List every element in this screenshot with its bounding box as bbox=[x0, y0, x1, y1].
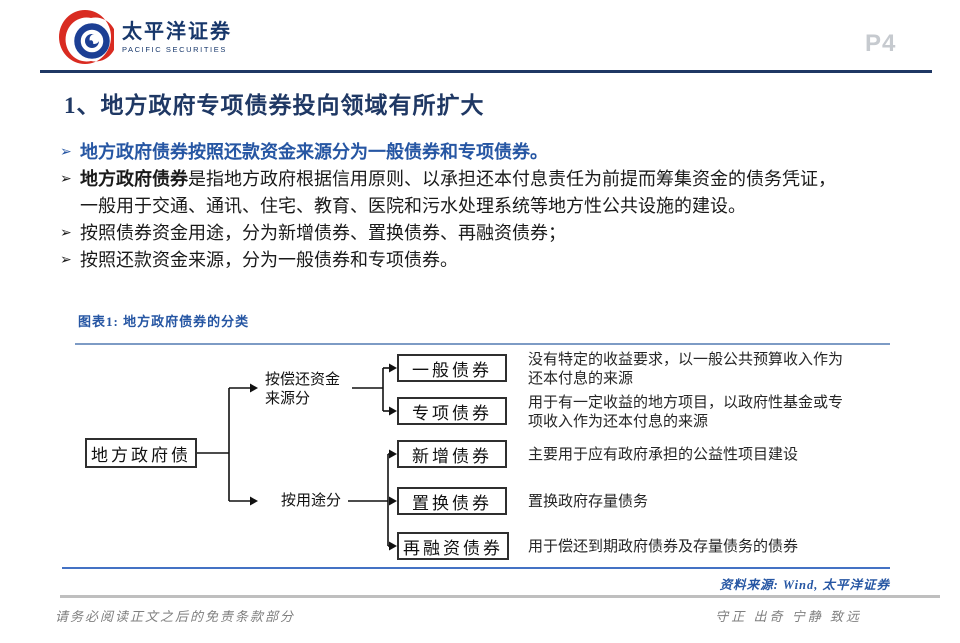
header-divider bbox=[40, 70, 932, 73]
bullet-item: ➢ 按照债券资金用途，分为新增债券、置换债券、再融资债券； bbox=[60, 220, 958, 247]
figure-bottom-rule bbox=[62, 567, 890, 569]
diagram-box-general-bond: 一般债券 bbox=[397, 354, 507, 382]
pacific-securities-logo-icon bbox=[59, 10, 114, 64]
bullet-text: 按照还款资金来源，分为一般债券和专项债券。 bbox=[80, 250, 458, 270]
footer-divider bbox=[60, 595, 940, 598]
bullet-arrow-icon: ➢ bbox=[60, 144, 72, 160]
figure-top-rule bbox=[75, 343, 890, 345]
diagram-desc-special-bond: 用于有一定收益的地方项目，以政府性基金或专项收入作为还本付息的来源 bbox=[528, 395, 844, 430]
logo-text: 太平洋证券 PACIFIC SECURITIES bbox=[122, 21, 232, 54]
figure-caption: 图表1: 地方政府债券的分类 bbox=[78, 314, 250, 329]
diagram-root-box: 地方政府债 bbox=[85, 438, 197, 468]
figure-source: 资料来源: Wind, 太平洋证券 bbox=[719, 578, 890, 592]
diagram-desc-replacement-bond: 置换政府存量债务 bbox=[528, 494, 649, 510]
diagram-desc-new-bond: 主要用于应有政府承担的公益性项目建设 bbox=[528, 447, 799, 463]
disclaimer-note: 请务必阅读正文之后的免责条款部分 bbox=[55, 609, 296, 624]
bullet-text-rest: 是指地方政府根据信用原则、以承担还本付息责任为前提而筹集资金的债务凭证， bbox=[188, 169, 836, 189]
bullet-arrow-icon: ➢ bbox=[60, 252, 72, 268]
bullet-text: 地方政府债券是指地方政府根据信用原则、以承担还本付息责任为前提而筹集资金的债务凭… bbox=[80, 166, 836, 193]
page-number: P4 bbox=[865, 30, 897, 57]
diagram-desc-refinancing-bond: 用于偿还到期政府债券及存量债务的债券 bbox=[528, 539, 799, 555]
bullet-item: ➢ 地方政府债券是指地方政府根据信用原则、以承担还本付息责任为前提而筹集资金的债… bbox=[60, 166, 958, 193]
bullet-bold-prefix: 地方政府债券 bbox=[80, 169, 188, 189]
bullet-text: 按照债券资金用途，分为新增债券、置换债券、再融资债券； bbox=[80, 223, 566, 243]
bullet-text: 地方政府债券按照还款资金来源分为一般债券和专项债券。 bbox=[80, 142, 548, 162]
diagram-box-special-bond: 专项债券 bbox=[397, 397, 507, 425]
diagram-connectors bbox=[197, 363, 397, 551]
company-logo: 太平洋证券 PACIFIC SECURITIES bbox=[58, 8, 232, 66]
bullet-spacer bbox=[60, 193, 80, 220]
company-motto: 守正 出奇 宁静 致远 bbox=[715, 609, 862, 624]
section-title: 1、地方政府专项债券投向领域有所扩大 bbox=[64, 93, 485, 118]
bullet-item: ➢ 地方政府债券按照还款资金来源分为一般债券和专项债券。 bbox=[60, 139, 958, 166]
logo-name-cn: 太平洋证券 bbox=[122, 20, 232, 43]
diagram-box-new-bond: 新增债券 bbox=[397, 440, 507, 468]
bullet-continuation: 一般用于交通、通讯、住宅、教育、医院和污水处理系统等地方性公共设施的建设。 bbox=[60, 193, 958, 220]
bullet-list: ➢ 地方政府债券按照还款资金来源分为一般债券和专项债券。 ➢ 地方政府债券是指地… bbox=[60, 139, 958, 274]
bullet-arrow-icon: ➢ bbox=[60, 171, 72, 187]
diagram-branch-label-source: 按偿还资金来源分 bbox=[265, 372, 341, 407]
logo-name-en: PACIFIC SECURITIES bbox=[122, 44, 227, 54]
diagram-desc-general-bond: 没有特定的收益要求，以一般公共预算收入作为还本付息的来源 bbox=[528, 352, 844, 387]
bullet-arrow-icon: ➢ bbox=[60, 225, 72, 241]
bullet-text: 一般用于交通、通讯、住宅、教育、医院和污水处理系统等地方性公共设施的建设。 bbox=[80, 196, 746, 216]
diagram-box-refinancing-bond: 再融资债券 bbox=[397, 532, 509, 560]
diagram-box-replacement-bond: 置换债券 bbox=[397, 487, 507, 515]
diagram-branch-label-usage: 按用途分 bbox=[281, 493, 342, 509]
bullet-item: ➢ 按照还款资金来源，分为一般债券和专项债券。 bbox=[60, 247, 958, 274]
